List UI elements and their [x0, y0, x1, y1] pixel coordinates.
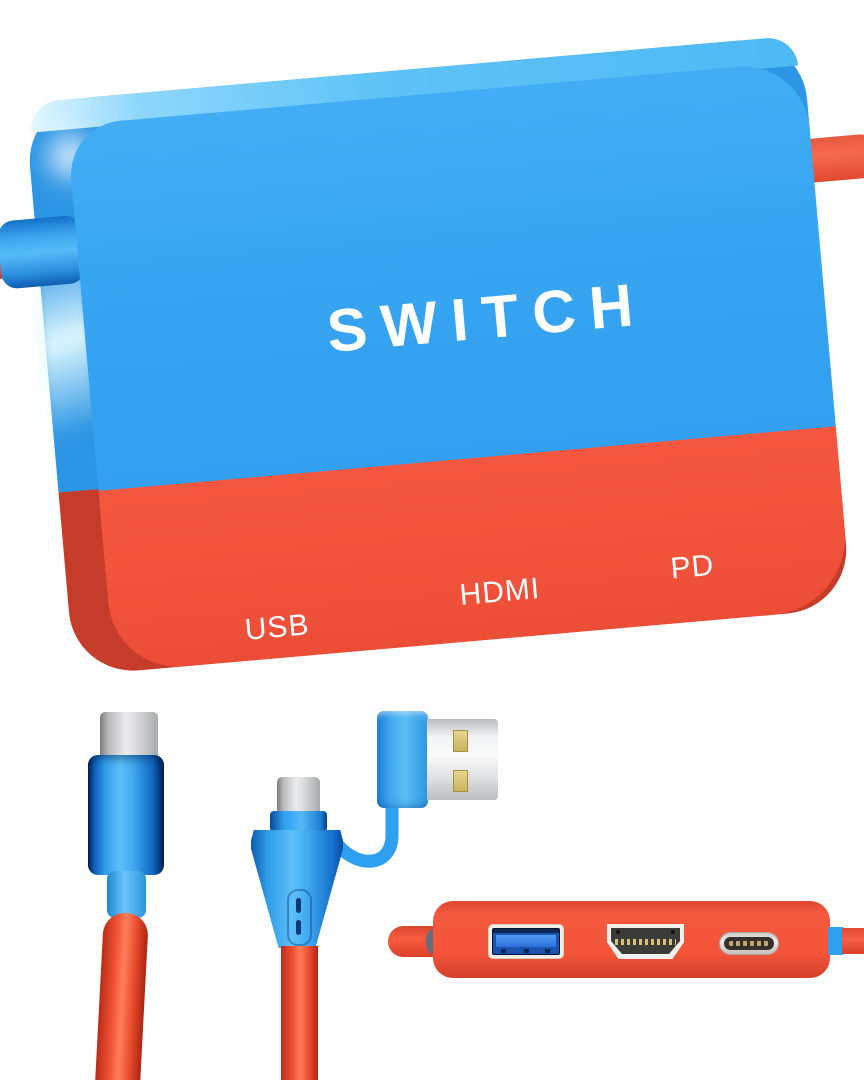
hub-side-body: [433, 901, 830, 978]
hub-right-cable: [842, 928, 864, 954]
two-in-one-plug-metal-tip: [277, 777, 320, 813]
usb-a-port-cavity: [492, 928, 560, 955]
usb-a-port-notch: [501, 949, 506, 953]
port-label-pd: PD: [669, 548, 716, 586]
usb-c-port-pins: [729, 941, 769, 946]
vent-slot: [296, 920, 301, 935]
port-label-hdmi: HDMI: [458, 572, 542, 612]
dock-device: SWITCH USB HDMI PD: [0, 35, 864, 676]
hdmi-port-screw: [671, 930, 675, 934]
usb-a-port-tongue: [496, 935, 556, 947]
usb-a-port-shadow: [493, 929, 559, 933]
left-cable-grommet: [0, 214, 87, 290]
hdmi-port: [607, 924, 684, 959]
usb-a-adapter-metal-shell: [427, 719, 498, 800]
usb-a-gold-contact: [453, 770, 468, 792]
usb-a-port-notch: [524, 949, 529, 953]
two-in-one-plug-cable: [281, 946, 318, 1080]
usb-c-port: [720, 933, 778, 954]
two-in-one-plug-vent-panel: [287, 889, 312, 946]
usb-c-port-cavity: [724, 937, 774, 950]
usb-a-adapter-body: [377, 711, 428, 808]
tether-strap: [331, 800, 399, 868]
two-in-one-plug-collar: [270, 811, 327, 832]
usb-c-plug-cable: [94, 911, 149, 1080]
usb-a-gold-contact: [453, 730, 468, 752]
usb-a-port: [489, 925, 563, 958]
hdmi-port-screw: [616, 930, 620, 934]
hdmi-port-pins: [615, 939, 676, 945]
usb-c-plug-neck: [107, 871, 146, 918]
usb-c-plug-metal-tip: [100, 712, 158, 758]
vent-slot: [296, 898, 301, 913]
hub-right-strain-relief: [828, 927, 844, 955]
usb-a-port-notch: [545, 949, 550, 953]
port-label-usb: USB: [243, 608, 311, 647]
usb-c-plug-body: [88, 755, 164, 875]
